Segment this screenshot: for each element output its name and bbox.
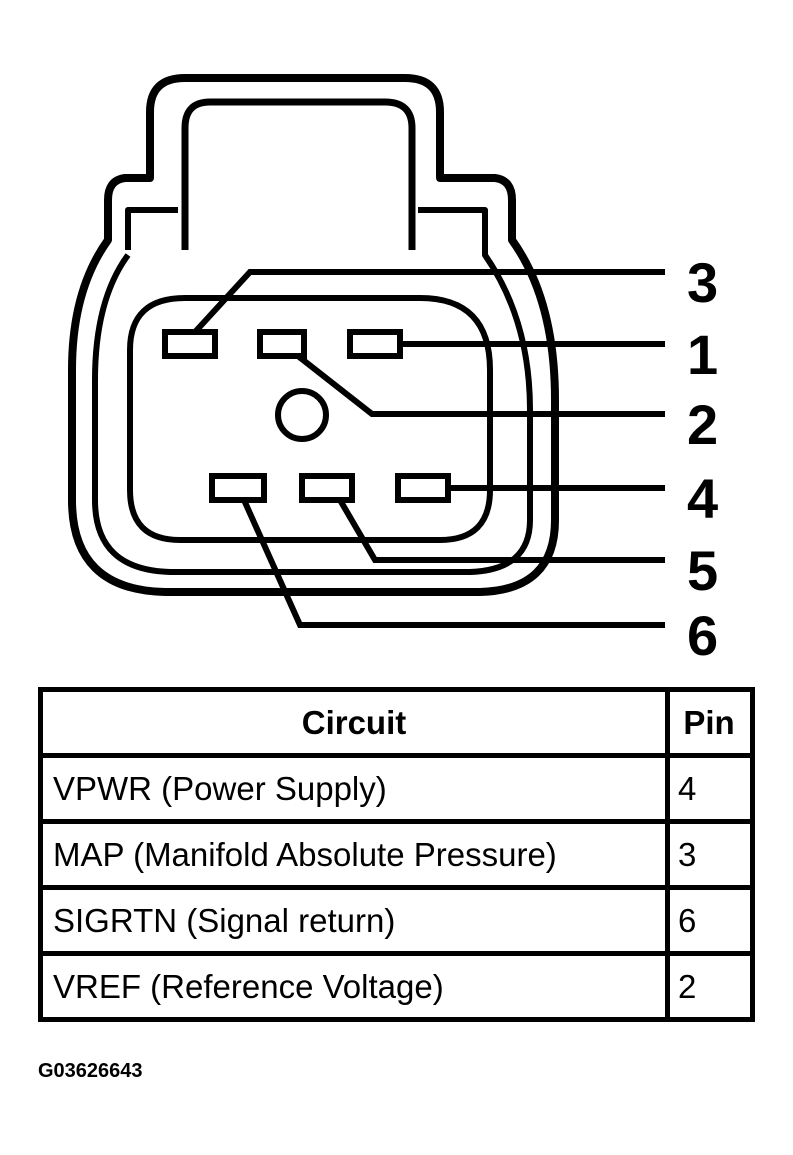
table-row: SIGRTN (Signal return) 6 bbox=[38, 885, 755, 956]
figure-id: G03626643 bbox=[38, 1060, 143, 1082]
header-pin: Pin bbox=[665, 687, 755, 758]
leader-line-3 bbox=[192, 269, 665, 335]
connector-housing-outer bbox=[68, 74, 559, 596]
leader-line-6 bbox=[241, 498, 665, 628]
table-header-row: Circuit Pin bbox=[38, 687, 755, 758]
terminal-pin-4 bbox=[395, 473, 451, 503]
terminal-pin-1 bbox=[347, 329, 403, 359]
pin-cell: 4 bbox=[665, 753, 755, 824]
leader-line-5 bbox=[337, 498, 665, 563]
pin-label-5: 5 bbox=[687, 539, 718, 602]
pin-label-6: 6 bbox=[687, 604, 718, 667]
circuit-cell: SIGRTN (Signal return) bbox=[38, 885, 670, 956]
circuit-cell: VREF (Reference Voltage) bbox=[38, 951, 670, 1022]
connector-shroud bbox=[92, 207, 533, 575]
pin-label-4: 4 bbox=[687, 467, 718, 530]
pin-cell: 6 bbox=[665, 885, 755, 956]
terminal-pin-5 bbox=[299, 473, 355, 503]
table-row: VPWR (Power Supply) 4 bbox=[38, 753, 755, 824]
table-row: MAP (Manifold Absolute Pressure) 3 bbox=[38, 819, 755, 890]
circuit-cell: VPWR (Power Supply) bbox=[38, 753, 670, 824]
pin-label-1: 1 bbox=[687, 323, 718, 386]
pin-cell: 3 bbox=[665, 819, 755, 890]
terminal-pin-6 bbox=[209, 473, 267, 503]
pin-face bbox=[127, 295, 493, 543]
center-key bbox=[275, 388, 329, 442]
leader-line-2 bbox=[296, 353, 665, 417]
terminal-pin-2 bbox=[257, 329, 307, 359]
pin-cell: 2 bbox=[665, 951, 755, 1022]
table-row: VREF (Reference Voltage) 2 bbox=[38, 951, 755, 1022]
pin-label-2: 2 bbox=[687, 393, 718, 456]
header-circuit: Circuit bbox=[38, 687, 670, 758]
pin-label-3: 3 bbox=[687, 251, 718, 314]
circuit-pin-table: Circuit Pin VPWR (Power Supply) 4 MAP (M… bbox=[38, 687, 755, 1022]
circuit-cell: MAP (Manifold Absolute Pressure) bbox=[38, 819, 670, 890]
connector-latch-inner bbox=[181, 98, 416, 250]
terminal-pin-3 bbox=[162, 329, 218, 359]
connector-diagram: 3 1 2 4 5 6 bbox=[68, 74, 718, 667]
